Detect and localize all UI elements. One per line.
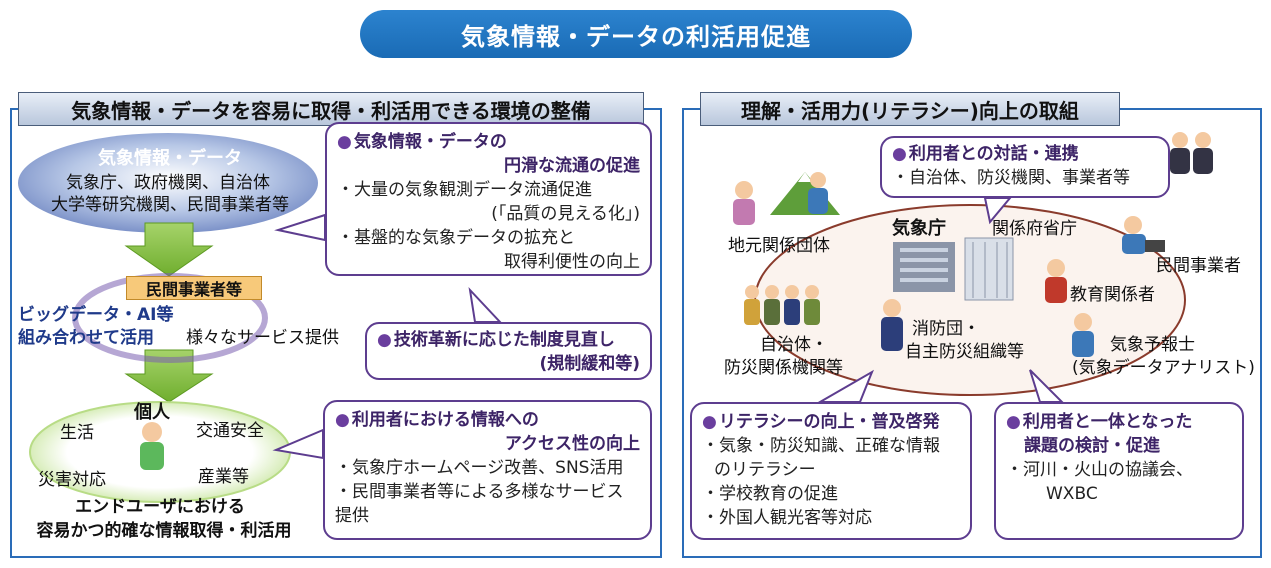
callout-access-improvement: 利用者における情報への アクセス性の向上 ・気象庁ホームページ改善、SNS活用 … [323, 400, 652, 540]
callout1-item2b: 取得利便性の向上 [504, 252, 640, 272]
mountain-icon [770, 172, 840, 215]
person-forecaster-icon [1072, 313, 1094, 357]
industry-label: 産業等 [198, 467, 249, 487]
literacy-item1b: のリテラシー [714, 460, 816, 480]
traffic-label: 交通安全 [196, 421, 264, 441]
dialog-item: ・自治体、防災機関、事業者等 [892, 168, 1130, 188]
person-education-icon [1045, 259, 1067, 303]
person-individual-icon [140, 422, 164, 470]
source-line2: 大学等研究機関、民間事業者等 [51, 195, 289, 215]
page-title: 気象情報・データの利活用促進 [360, 10, 912, 58]
forecaster-label1: 気象予報士 [1110, 335, 1195, 355]
source-title: 気象情報・データ [98, 148, 242, 169]
together-head1: 利用者と一体となった [1006, 410, 1232, 434]
education-label: 教育関係者 [1070, 285, 1155, 305]
source-ellipse [18, 133, 318, 233]
dialog-head: 利用者との対話・連携 [892, 142, 1158, 166]
disaster-label: 災害対応 [38, 470, 106, 490]
literacy-item1: ・気象・防災知識、正確な情報 [702, 436, 940, 456]
person-mountaineer-icon [808, 172, 828, 214]
callout3-item1: ・気象庁ホームページ改善、SNS活用 [335, 458, 624, 478]
forecaster-label2: (気象データアナリスト) [1072, 358, 1255, 378]
callout1-item2: ・基盤的な気象データの拡充と [337, 228, 575, 248]
callout1-head2: 円滑な流通の促進 [504, 156, 640, 176]
left-panel-header: 気象情報・データを容易に取得・利活用できる環境の整備 [18, 92, 644, 126]
municipal-label1: 自治体・ [760, 335, 828, 355]
callout-regulation-review: 技術革新に応じた制度見直し (規制緩和等) [365, 322, 652, 380]
private-label: 民間事業者等 [126, 276, 262, 300]
enduser-caption1: エンドユーザにおける [75, 497, 245, 517]
flow-arrow-2 [124, 349, 214, 403]
literacy-item2: ・学校教育の促進 [702, 484, 838, 504]
person-municipal-icon [744, 285, 820, 325]
callout3-head1: 利用者における情報への [335, 408, 640, 432]
ministries-label: 関係府省庁 [992, 219, 1077, 239]
bigdata-line1: ビッグデータ・AI等 [18, 305, 174, 325]
person-private-icon [1122, 216, 1165, 254]
ministry-building-icon [964, 237, 1014, 301]
jma-building-icon [893, 242, 955, 292]
callout2-tail [468, 286, 503, 323]
literacy-head: リテラシーの向上・普及啓発 [702, 410, 960, 434]
together-item1b: WXBC [1046, 484, 1098, 504]
flow-arrow-1 [124, 222, 214, 277]
enduser-caption2: 容易かつ的確な情報取得・利活用 [36, 521, 292, 541]
literacy-item3: ・外国人観光客等対応 [702, 508, 872, 528]
person-fire-icon [881, 299, 903, 351]
fire-label2: 自主防災組織等 [905, 342, 1024, 362]
bigdata-line2: 組み合わせて活用 [18, 328, 154, 348]
callout-literacy: リテラシーの向上・普及啓発 ・気象・防災知識、正確な情報 のリテラシー ・学校教… [690, 402, 972, 540]
right-panel-header: 理解・活用力(リテラシー)向上の取組 [700, 92, 1120, 126]
services-label: 様々なサービス提供 [186, 328, 339, 348]
municipal-label2: 防災関係機関等 [724, 358, 843, 378]
fire-label1: 消防団・ [912, 319, 980, 339]
callout2-head2: (規制緩和等) [539, 354, 640, 374]
callout-collaboration: 利用者と一体となった 課題の検討・促進 ・河川・火山の協議会、 WXBC [994, 402, 1244, 540]
private-business-label: 民間事業者 [1156, 256, 1241, 276]
callout1-item1: ・大量の気象観測データ流通促進 [337, 180, 592, 200]
callout3-item2: ・民間事業者等による多様なサービス [335, 482, 624, 502]
person-local-org-icon [733, 181, 755, 225]
life-label: 生活 [60, 423, 94, 443]
callout1-head1: 気象情報・データの [337, 130, 640, 154]
dialog-tail [983, 197, 1013, 225]
source-line1: 気象庁、政府機関、自治体 [66, 173, 270, 193]
callout-dialog: 利用者との対話・連携 ・自治体、防災機関、事業者等 [880, 136, 1170, 198]
callout1-item1b: (「品質の見える化」) [491, 204, 640, 224]
callout3-head2: アクセス性の向上 [504, 434, 640, 454]
together-item1: ・河川・火山の協議会、 [1006, 460, 1193, 480]
callout3-item2b: 提供 [335, 506, 369, 526]
callout-data-distribution: 気象情報・データの 円滑な流通の促進 ・大量の気象観測データ流通促進 (「品質の… [325, 122, 652, 276]
jma-label: 気象庁 [892, 218, 946, 239]
local-org-label: 地元関係団体 [728, 236, 830, 256]
callout1-tail [274, 213, 326, 242]
individual-label: 個人 [134, 402, 170, 423]
together-head2: 課題の検討・促進 [1024, 436, 1160, 456]
callout2-head1: 技術革新に応じた制度見直し [377, 328, 640, 352]
person-dialog-icon [1170, 132, 1213, 174]
